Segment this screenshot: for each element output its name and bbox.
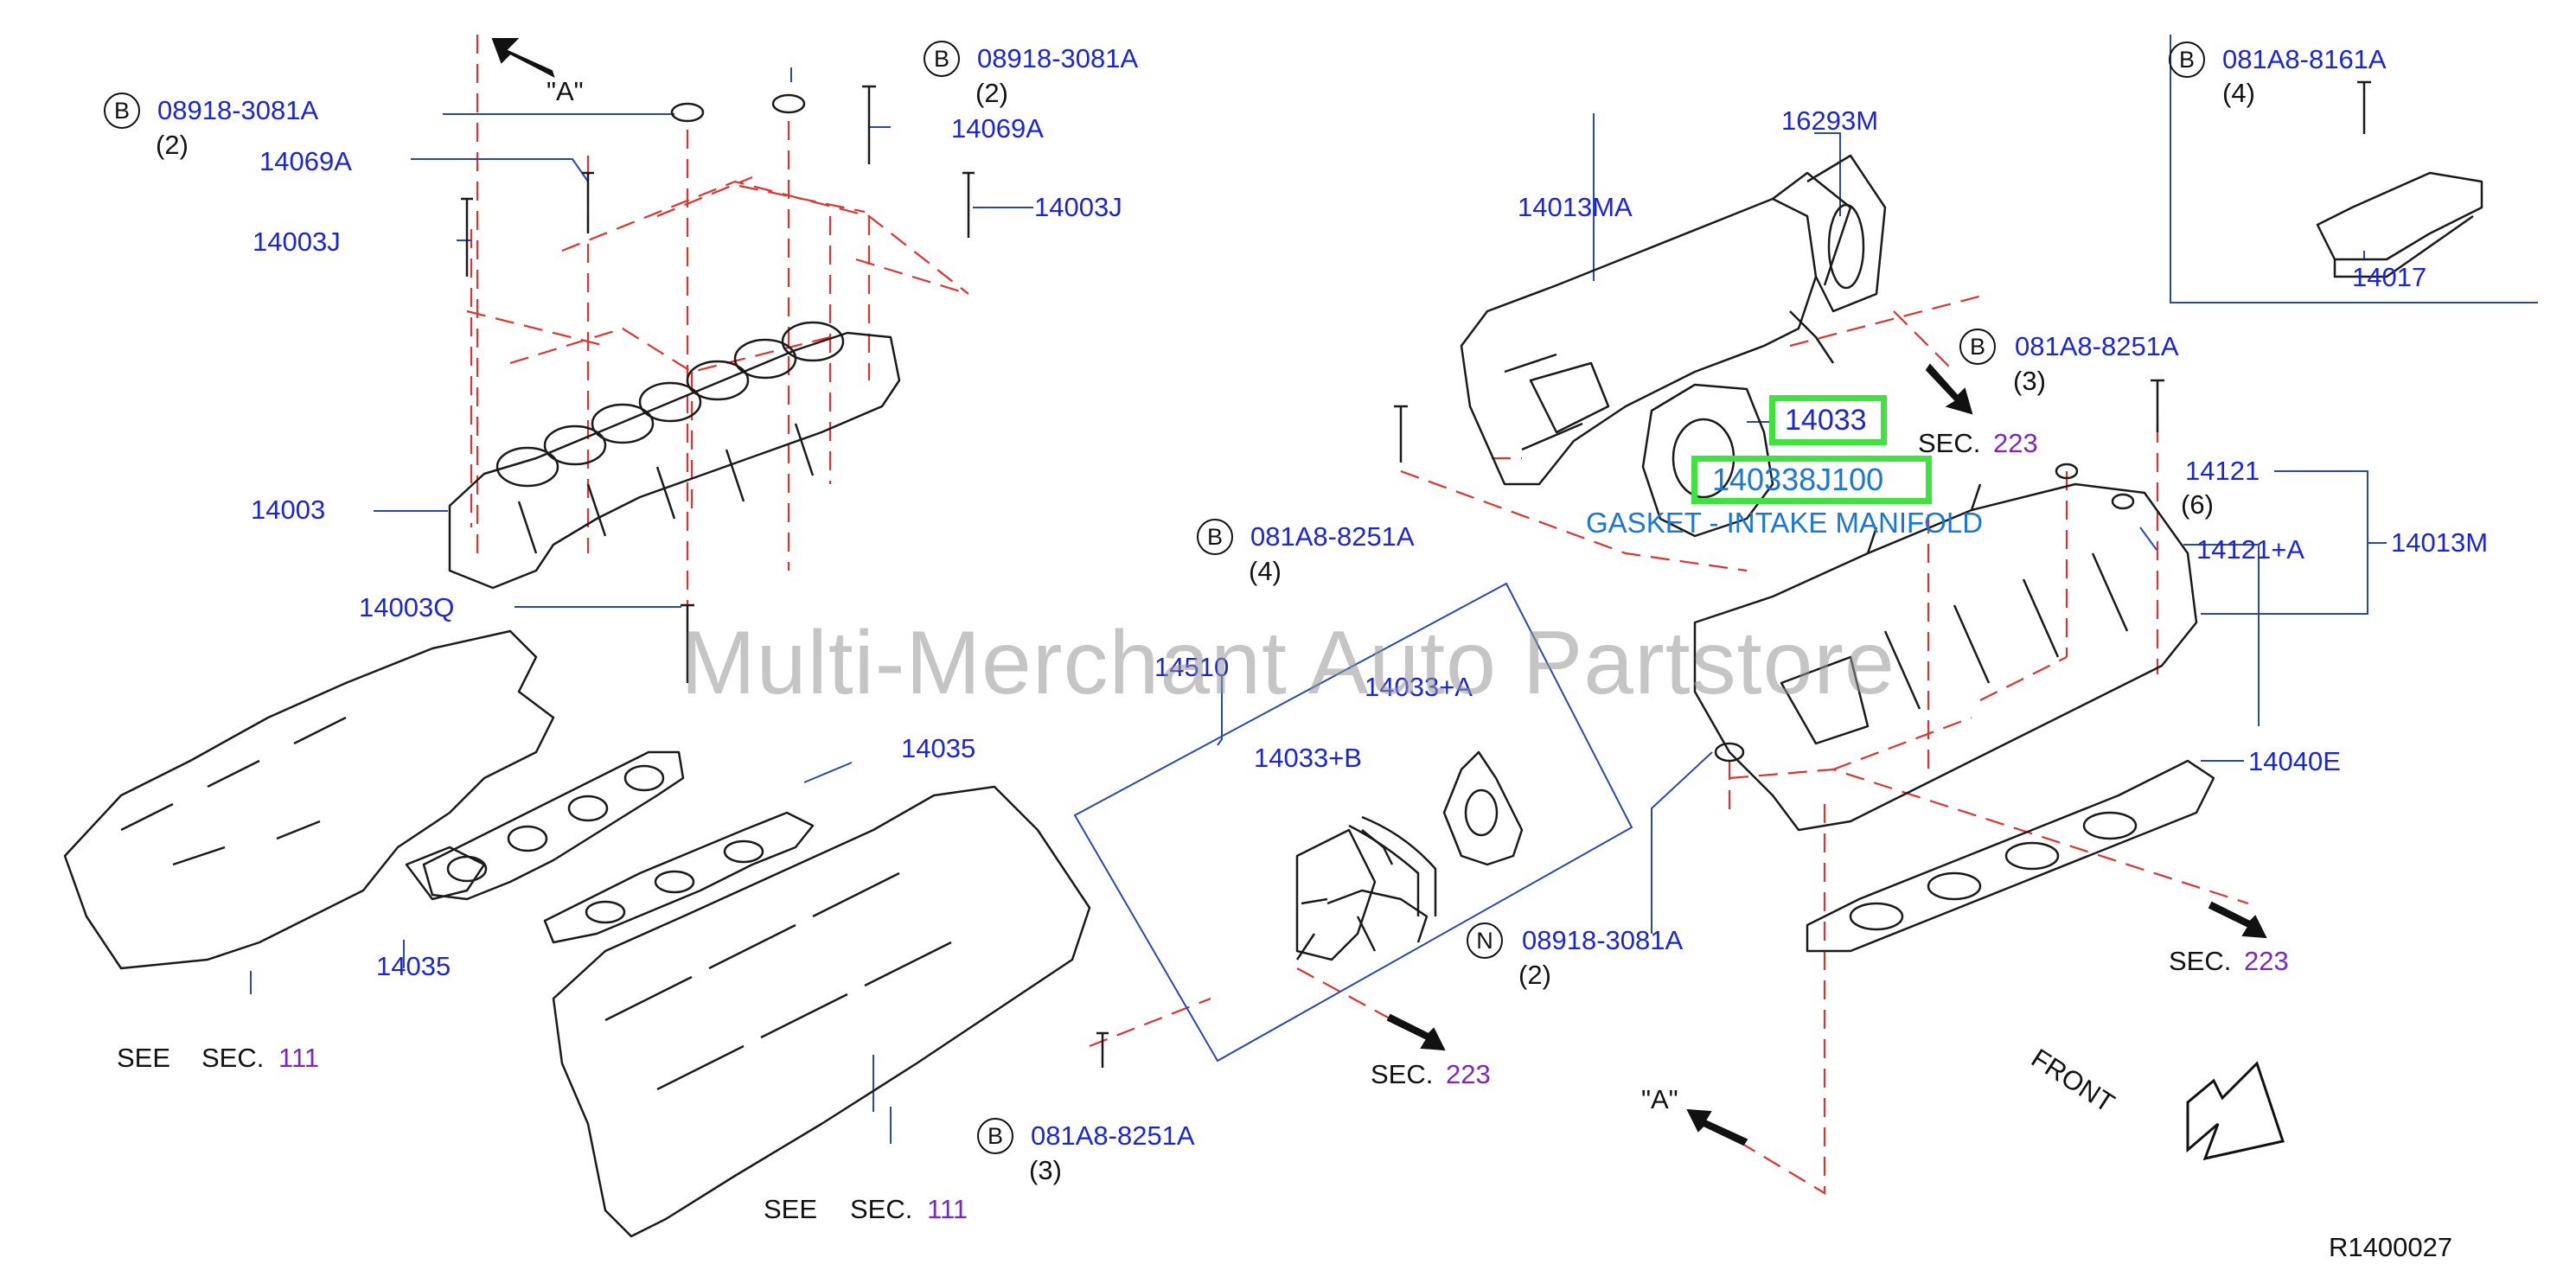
inset-box [2170,35,2538,303]
callout-letter-c2: B [924,41,960,77]
sec-ref-s2-prefix: SEE [764,1194,818,1224]
qty-14121: (6) [2181,489,2214,520]
sec-ref-s5-link[interactable]: 223 [1446,1059,1491,1089]
callout-letter-c4: B [1959,329,1996,365]
sec-ref-s1-link[interactable]: 111 [278,1043,320,1073]
part-14121[interactable]: 14121 [2185,456,2260,486]
qty-c4: (3) [2013,366,2046,396]
part-14013ma[interactable]: 14013MA [1518,192,1633,222]
part-14035-upper[interactable]: 14035 [901,733,976,763]
direction-arrows [491,38,2267,1146]
part-081a8-8251a-mid[interactable]: 081A8-8251A [1250,521,1415,552]
sec-ref-s3-link[interactable]: 223 [1993,428,2038,458]
marker-a-top: "A" [547,76,584,106]
qty-c5: (4) [1249,556,1282,586]
part-08918-3081a-top[interactable]: 08918-3081A [977,43,1139,73]
qty-c7: (3) [1029,1155,1062,1185]
callout-letter-c5: B [1197,519,1233,555]
part-08918-3081a-bottom[interactable]: 08918-3081A [1522,925,1684,955]
sec-ref-s5-label: SEC. [1371,1059,1434,1089]
highlight-box-14033[interactable] [1769,395,1887,445]
part-16293m[interactable]: 16293M [1781,105,1879,136]
qty-c6: (2) [1518,960,1551,990]
sec-ref-s2-link[interactable]: 111 [927,1194,968,1224]
qty-c1: (2) [156,130,189,160]
part-14033-8j100[interactable]: 140338J100 [1712,462,1884,497]
part-14121a[interactable]: 14121+A [2196,534,2304,565]
front-arrow [2186,1061,2285,1161]
callout-letter-c6: N [1467,922,1503,959]
part-14510[interactable]: 14510 [1154,652,1230,682]
callout-letter-c1: B [104,93,140,129]
kit-box-14510 [1073,582,1633,1063]
callout-letter-c3: B [2169,41,2205,78]
callout-letter-c7: B [977,1118,1013,1154]
part-14069a-left[interactable]: 14069A [259,146,352,176]
part-081a8-8251a-right[interactable]: 081A8-8251A [2015,331,2179,361]
sec-ref-s1-prefix: SEE [117,1043,171,1073]
part-14003q[interactable]: 14003Q [359,592,455,622]
part-14069a-right[interactable]: 14069A [951,113,1044,144]
part-description: GASKET - INTAKE MANIFOLD [1586,507,1984,539]
part-081a8-8161a[interactable]: 081A8-8161A [2222,44,2387,74]
sec-ref-s4-link[interactable]: 223 [2244,946,2289,976]
part-08918-3081a-left[interactable]: 08918-3081A [157,95,319,125]
diagram-code: R1400027 [2329,1232,2453,1262]
part-14003j-right[interactable]: 14003J [1034,192,1122,222]
sec-ref-s4-label: SEC. [2169,946,2232,976]
part-linework [63,80,2483,1238]
marker-a-bottom: "A" [1641,1084,1678,1114]
watermark: Multi-Merchant Auto Partstore [681,613,1895,713]
part-14033b[interactable]: 14033+B [1254,743,1362,773]
part-14035-lower[interactable]: 14035 [376,951,451,981]
qty-c3: (4) [2222,78,2255,108]
qty-c2: (2) [975,78,1008,108]
sec-ref-s3-label: SEC. [1918,428,1981,458]
part-14033-highlighted[interactable]: 14033 [1785,404,1867,437]
highlight-box-14033-8j100[interactable] [1691,456,1932,504]
part-14040e[interactable]: 14040E [2248,746,2341,776]
part-14013m[interactable]: 14013M [2391,527,2489,558]
leader-lines [250,67,2387,1144]
part-14017[interactable]: 14017 [2352,262,2427,292]
sec-ref-s1-label: SEC. [201,1043,265,1073]
part-14003[interactable]: 14003 [251,495,326,525]
sec-ref-s2-label: SEC. [850,1194,913,1224]
part-14003j-left[interactable]: 14003J [252,227,341,257]
part-081a8-8251a-bottom[interactable]: 081A8-8251A [1031,1120,1195,1151]
part-14033a[interactable]: 14033+A [1365,672,1473,702]
